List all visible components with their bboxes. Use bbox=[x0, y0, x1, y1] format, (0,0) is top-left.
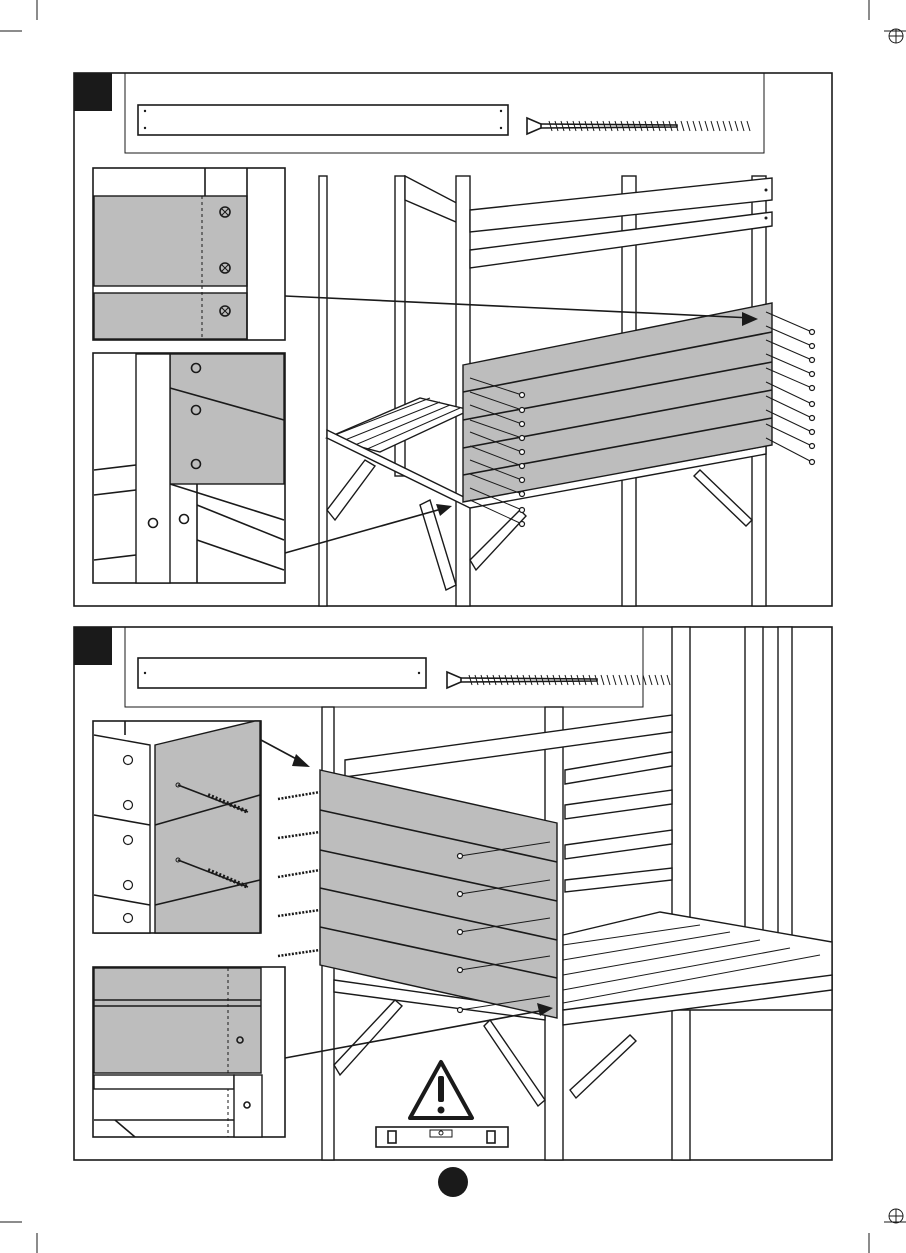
step-2-detail-top bbox=[93, 721, 261, 933]
step-2-detail-bottom bbox=[93, 967, 285, 1137]
step-1-detail-top bbox=[93, 168, 285, 340]
step-1-number-badge bbox=[74, 73, 112, 111]
step-1-main-assembly bbox=[285, 176, 815, 606]
step-1-frame bbox=[74, 73, 832, 606]
step-1-board-part bbox=[138, 105, 508, 135]
spirit-level-icon bbox=[376, 1127, 508, 1147]
step-1-detail-bottom bbox=[93, 353, 285, 583]
step-2-boards-panel bbox=[320, 770, 557, 1018]
step-2-frame bbox=[74, 627, 832, 1160]
screw-icon bbox=[527, 118, 750, 134]
step-2-screws-left bbox=[278, 792, 320, 956]
step-2-parts-box bbox=[125, 627, 643, 707]
step-1-screws-right bbox=[766, 312, 815, 465]
screw-icon bbox=[447, 672, 670, 688]
step-2-number-badge bbox=[74, 627, 112, 665]
step-1-parts-box bbox=[125, 73, 764, 153]
screw-head-icon bbox=[180, 515, 189, 524]
page-number-badge bbox=[438, 1167, 468, 1197]
step-2-board-part bbox=[138, 658, 426, 688]
warning-triangle-icon bbox=[410, 1062, 472, 1118]
step-1-boards-panel bbox=[463, 303, 772, 502]
